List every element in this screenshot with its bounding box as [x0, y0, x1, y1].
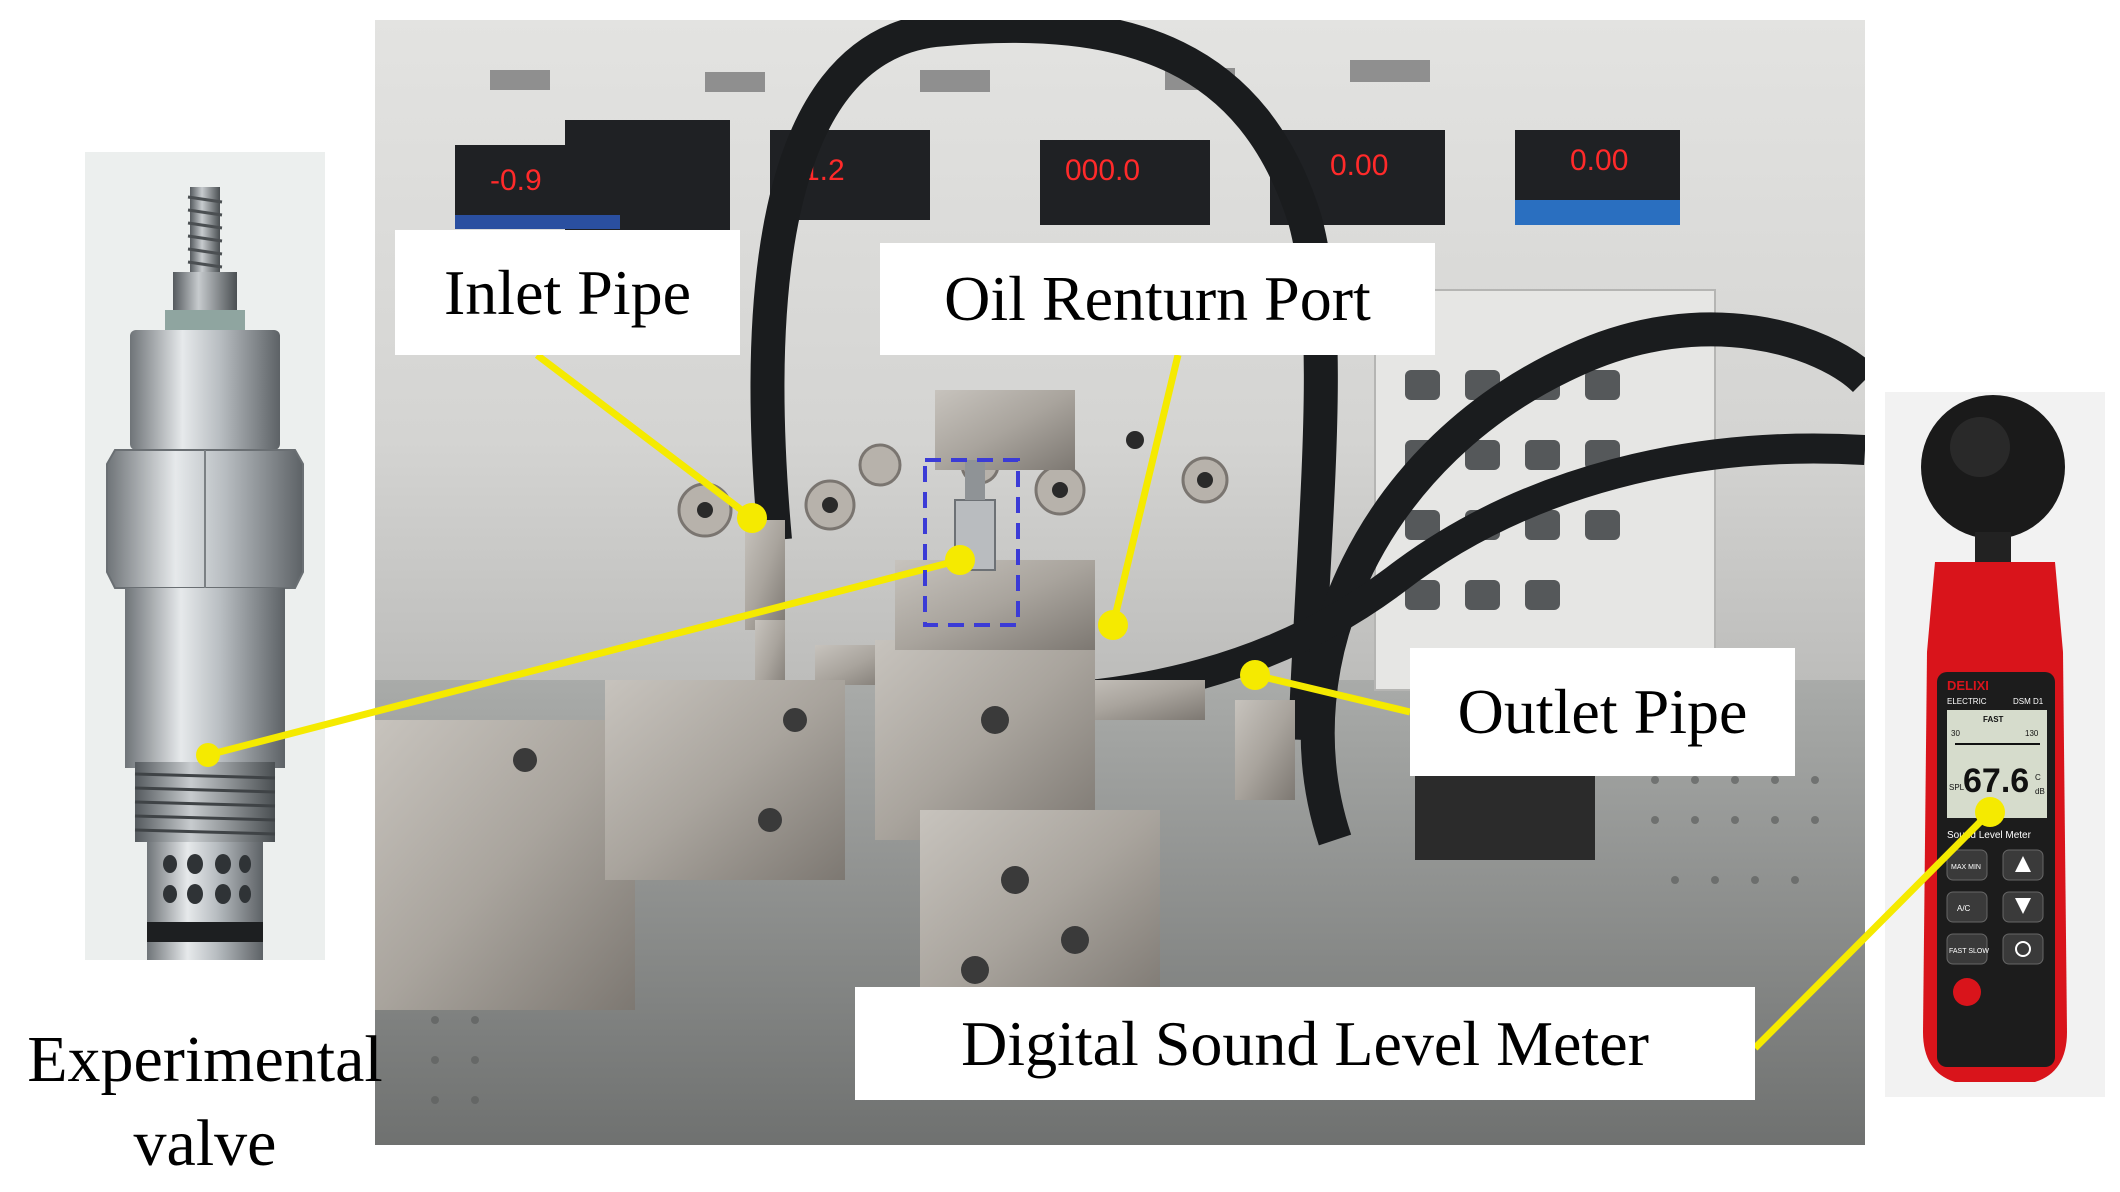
inlet-pipe-label: Inlet Pipe: [395, 230, 740, 355]
oil-return-port-label: Oil Renturn Port: [880, 243, 1435, 355]
meter-brand: DELIXI: [1947, 678, 1989, 693]
meter-mode: FAST: [1983, 715, 2004, 724]
meter-unit-top: C: [2035, 773, 2041, 782]
meter-model: DSM D1: [2013, 697, 2044, 706]
valve-photo: [85, 152, 325, 960]
oil-return-port-label-text: Oil Renturn Port: [944, 263, 1371, 334]
meter-spl: SPL: [1949, 783, 1965, 792]
meter-sub-brand: ELECTRIC: [1947, 697, 1987, 706]
panel-meter-3-value: 000.0: [1065, 154, 1140, 187]
meter-reading: 67.6: [1963, 762, 2029, 800]
panel-meter-4-value-overlay: 0.00: [1330, 149, 1388, 182]
caption-line-1: Experimental: [27, 1023, 383, 1096]
meter-button-maxmin: MAX MIN: [1951, 864, 1981, 871]
caption-line-2: valve: [133, 1107, 277, 1180]
panel-meter-1-value: -0.9: [490, 164, 542, 197]
test-bench-photo: -0.9 1.2 000.0 0.00 0.00 0.00: [375, 20, 1865, 1145]
experimental-valve-caption: Experimental valve: [0, 1018, 410, 1186]
sound-meter-photo: DELIXI ELECTRIC DSM D1 FAST 30 130 SPL 6…: [1885, 392, 2105, 1097]
valve-illustration: [106, 187, 304, 960]
bench-illustration: -0.9 1.2 000.0 0.00 0.00 0.00: [375, 20, 1865, 1145]
sound-meter-label: Digital Sound Level Meter: [855, 987, 1755, 1100]
panel-meter-5-value: 0.00: [1570, 144, 1628, 177]
meter-scale-max: 130: [2025, 729, 2039, 738]
outlet-pipe-label-text: Outlet Pipe: [1457, 676, 1748, 747]
outlet-pipe-label: Outlet Pipe: [1410, 648, 1795, 776]
meter-scale-min: 30: [1951, 729, 1960, 738]
inlet-pipe-label-text: Inlet Pipe: [443, 256, 692, 328]
meter-button-fastslow: FAST SLOW: [1949, 948, 1989, 955]
meter-button-ac: A/C: [1957, 904, 1971, 913]
sound-meter-illustration: DELIXI ELECTRIC DSM D1 FAST 30 130 SPL 6…: [1921, 395, 2067, 1082]
sound-meter-label-text: Digital Sound Level Meter: [961, 1007, 1649, 1079]
meter-title: Sound Level Meter: [1947, 830, 2032, 841]
meter-unit: dB: [2035, 787, 2045, 796]
